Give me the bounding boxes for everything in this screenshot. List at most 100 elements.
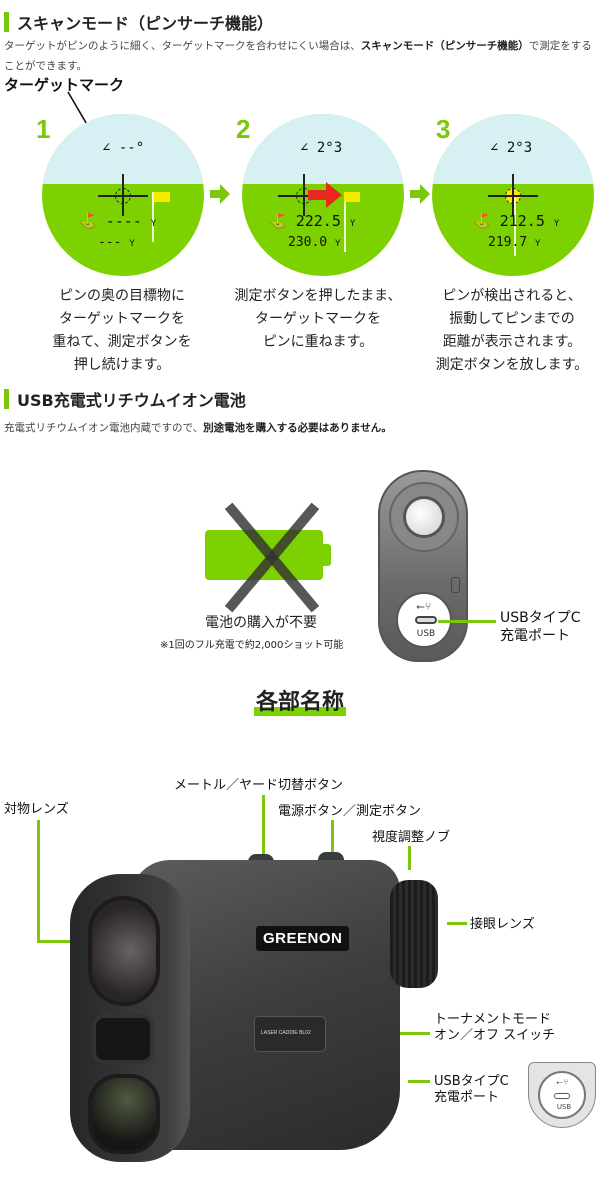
- caption-line: 振動してピンまでの: [449, 311, 575, 327]
- step-2-caption: 測定ボタンを押したまま、 ターゲットマークを ピンに重ねます。: [218, 285, 418, 354]
- caption-line: 押し続けます。: [73, 357, 171, 373]
- distance-main-readout: ⛳ 222.5 Y: [268, 212, 356, 230]
- distance-main-readout: ⛳ ---- Y: [78, 212, 157, 230]
- usb-c-port-icon: [415, 616, 437, 624]
- distance-main-value: ----: [105, 212, 142, 230]
- leader-objective: [37, 820, 40, 943]
- distance-unit: Y: [129, 239, 135, 249]
- scope-sky: [42, 114, 204, 184]
- angle-readout: ∠ 2°3: [300, 140, 343, 156]
- desc-text: ターゲットがピンのように細く、ターゲットマークを合わせにくい場合は、: [4, 40, 361, 52]
- desc-bold-text: スキャンモード（ピンサーチ機能）: [360, 40, 529, 52]
- battery-description: 充電式リチウムイオン電池内蔵ですので、別途電池を購入する必要はありません。: [4, 418, 598, 438]
- usb-port-text: USB: [556, 1103, 572, 1111]
- pin-pole-icon: [344, 192, 346, 252]
- label-tournament-switch: トーナメントモード オン／オフ スイッチ: [434, 1012, 555, 1044]
- target-circle-icon: [505, 188, 521, 204]
- label-eyepiece: 接眼レンズ: [470, 917, 535, 932]
- usb-leader-line: [438, 620, 496, 623]
- caption-line: 重ねて、測定ボタンを: [52, 334, 192, 350]
- label-line: USBタイプC: [434, 1074, 509, 1089]
- leader-diopter: [408, 846, 411, 870]
- scope-view: ∠ --° ⛳ ---- Y --- Y: [42, 114, 204, 276]
- side-button: [451, 577, 460, 593]
- pin-pole-icon: [152, 192, 154, 242]
- scope-sky: [432, 114, 594, 184]
- target-mark-label: ターゲットマーク: [4, 76, 125, 94]
- power-measure-button: [318, 852, 344, 860]
- eyepiece-knob: [390, 880, 438, 988]
- scan-step-1: 1 ∠ --° ⛳ ---- Y --- Y: [0, 100, 204, 280]
- pin-flag-icon: [344, 192, 360, 202]
- leader-unit-switch: [262, 795, 265, 857]
- heading-accent-bar: [4, 389, 9, 409]
- desc-text-2: で測定をすることができます。: [4, 40, 592, 72]
- greenon-logo: GREENON: [256, 926, 350, 951]
- distance-sub-readout: 230.0 Y: [288, 235, 340, 250]
- battery-heading: USB充電式リチウムイオン電池: [4, 387, 246, 411]
- usb-symbol-icon: ⭠⑂: [556, 1078, 569, 1088]
- receiver-lens: [88, 1074, 160, 1154]
- no-battery-label: 電池の購入が不要: [205, 615, 317, 631]
- switch-model-text: LASER CADDIE BL02: [261, 1030, 311, 1036]
- usb-cover: ⭠⑂ USB: [538, 1071, 586, 1119]
- tournament-mode-switch: LASER CADDIE BL02: [254, 1016, 326, 1052]
- label-usb-port: USBタイプC 充電ポート: [434, 1074, 509, 1106]
- desc-bold-text: 別途電池を購入する必要はありません。: [203, 422, 392, 434]
- scan-mode-title: スキャンモード（ピンサーチ機能）: [17, 14, 274, 33]
- eyepiece-lens: [403, 496, 445, 538]
- target-circle-icon: [115, 188, 131, 204]
- charge-shots-note: ※1回のフル充電で約2,000ショット可能: [160, 640, 344, 651]
- distance-unit: Y: [334, 239, 341, 249]
- scan-mode-description: ターゲットがピンのように細く、ターゲットマークを合わせにくい場合は、スキャンモー…: [4, 36, 598, 76]
- scan-step-3: 3 ∠ 2°3 ⛳ 212.5 Y 219.7 Y: [400, 100, 600, 280]
- caption-line: ピンの奥の目標物に: [59, 288, 185, 304]
- usb-symbol-icon: ⭠⑂: [416, 600, 432, 613]
- battery-tip: [323, 544, 331, 566]
- rangefinder-front: [70, 874, 190, 1162]
- usb-c-port-icon: [554, 1093, 570, 1099]
- label-objective-lens: 対物レンズ: [4, 802, 69, 817]
- usb-label-line: 充電ポート: [500, 628, 570, 644]
- unit-switch-button: [248, 854, 274, 862]
- pin-pole-icon: [514, 198, 516, 256]
- label-diopter-knob: 視度調整ノブ: [372, 830, 451, 845]
- distance-sub-value: 219.7: [488, 235, 528, 250]
- distance-sub-value: 230.0: [288, 235, 328, 250]
- usb-port-text: USB: [416, 629, 436, 639]
- usb-port-detail-illustration: ⭠⑂ USB: [528, 1062, 596, 1128]
- pin-flag-icon: [154, 192, 170, 202]
- rangefinder-illustration: GREENON LASER CADDIE BL02: [70, 852, 438, 1170]
- distance-sub-value: ---: [98, 235, 122, 250]
- caption-line: ターゲットマークを: [255, 311, 381, 327]
- objective-lens: [88, 896, 160, 1006]
- desc-text: 充電式リチウムイオン電池内蔵ですので、: [4, 422, 204, 434]
- eyepiece-ring: [389, 482, 459, 552]
- distance-main-readout: ⛳ 212.5 Y: [472, 212, 560, 230]
- leader-usb: [408, 1080, 430, 1083]
- scan-mode-heading: スキャンモード（ピンサーチ機能）: [4, 10, 273, 34]
- angle-readout: ∠ 2°3: [490, 140, 533, 156]
- step-3-caption: ピンが検出されると、 振動してピンまでの 距離が表示されます。 測定ボタンを放し…: [412, 285, 600, 377]
- heading-accent-bar: [4, 12, 9, 32]
- distance-unit: Y: [534, 239, 541, 249]
- leader-power-button: [331, 820, 334, 858]
- label-line: トーナメントモード: [434, 1012, 552, 1027]
- scan-step-2: 2 ∠ 2°3 ⛳ 222.5 Y 230.0 Y: [200, 100, 404, 280]
- rangefinder-back-illustration: ⭠⑂ USB: [378, 470, 468, 662]
- distance-sub-readout: 219.7 Y: [488, 235, 540, 250]
- label-unit-switch-button: メートル／ヤード切替ボタン: [174, 778, 344, 793]
- distance-unit: Y: [553, 219, 560, 229]
- caption-line: 測定ボタンを放します。: [435, 357, 589, 373]
- parts-heading: 各部名称: [0, 684, 600, 716]
- move-right-arrow-icon: [308, 182, 342, 208]
- distance-unit: Y: [349, 219, 356, 229]
- caption-line: 距離が表示されます。: [442, 334, 582, 350]
- scope-view: ∠ 2°3 ⛳ 222.5 Y 230.0 Y: [242, 114, 404, 276]
- distance-main-value: 212.5: [499, 212, 545, 230]
- laser-window: [92, 1014, 154, 1064]
- leader-eyepiece: [447, 922, 467, 925]
- usb-label-line: USBタイプC: [500, 610, 581, 626]
- distance-main-value: 222.5: [295, 212, 341, 230]
- caption-line: ピンに重ねます。: [262, 334, 374, 350]
